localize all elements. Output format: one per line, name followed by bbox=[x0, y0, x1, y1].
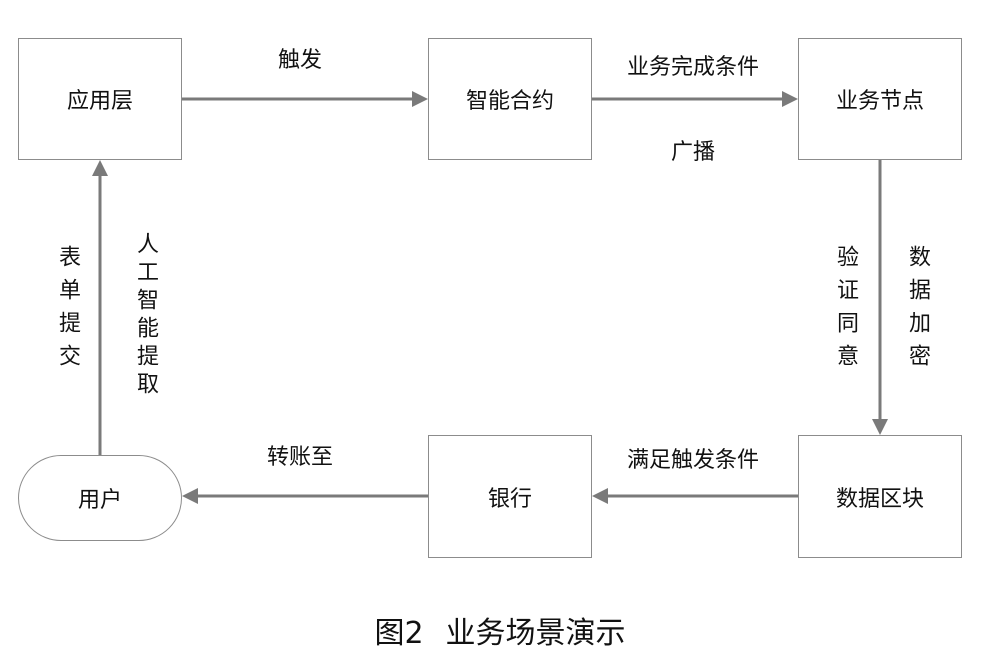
node-business-node: 业务节点 bbox=[798, 38, 962, 160]
figure-caption: 图2 业务场景演示 bbox=[374, 608, 625, 652]
node-smart-contract-label: 智能合约 bbox=[465, 89, 554, 114]
edge-label-ai-extract: 人工智能提取 bbox=[133, 232, 158, 400]
node-smart-contract: 智能合约 bbox=[428, 38, 592, 160]
arrow-bank-to-user bbox=[182, 488, 428, 504]
arrow-node-to-block bbox=[872, 160, 888, 435]
edge-label-business-complete: 业务完成条件 bbox=[626, 55, 760, 80]
edge-label-transfer-to: 转账至 bbox=[266, 445, 334, 470]
edge-label-broadcast: 广播 bbox=[670, 140, 716, 165]
node-app-layer-label: 应用层 bbox=[66, 89, 133, 114]
figure-title: 业务场景演示 bbox=[445, 616, 626, 651]
node-business-node-label: 业务节点 bbox=[835, 89, 924, 114]
edge-label-meet-trigger: 满足触发条件 bbox=[626, 448, 760, 473]
edge-label-trigger: 触发 bbox=[277, 48, 323, 73]
node-data-block: 数据区块 bbox=[798, 435, 962, 558]
figure-label: 图2 bbox=[374, 616, 424, 651]
node-bank-label: 银行 bbox=[487, 486, 532, 512]
node-data-block-label: 数据区块 bbox=[835, 486, 924, 512]
node-app-layer: 应用层 bbox=[18, 38, 182, 160]
node-bank: 银行 bbox=[428, 435, 592, 558]
edge-label-data-encrypt: 数据加密 bbox=[905, 245, 930, 377]
arrow-block-to-bank bbox=[592, 488, 798, 504]
arrow-user-to-app bbox=[92, 160, 108, 455]
arrow-contract-to-node bbox=[592, 91, 798, 107]
edge-label-form-submit: 表单提交 bbox=[55, 245, 80, 377]
node-user-label: 用户 bbox=[77, 488, 122, 513]
node-user: 用户 bbox=[18, 455, 182, 541]
edge-label-verify-consent: 验证同意 bbox=[833, 245, 858, 377]
arrow-app-to-contract bbox=[182, 91, 428, 107]
